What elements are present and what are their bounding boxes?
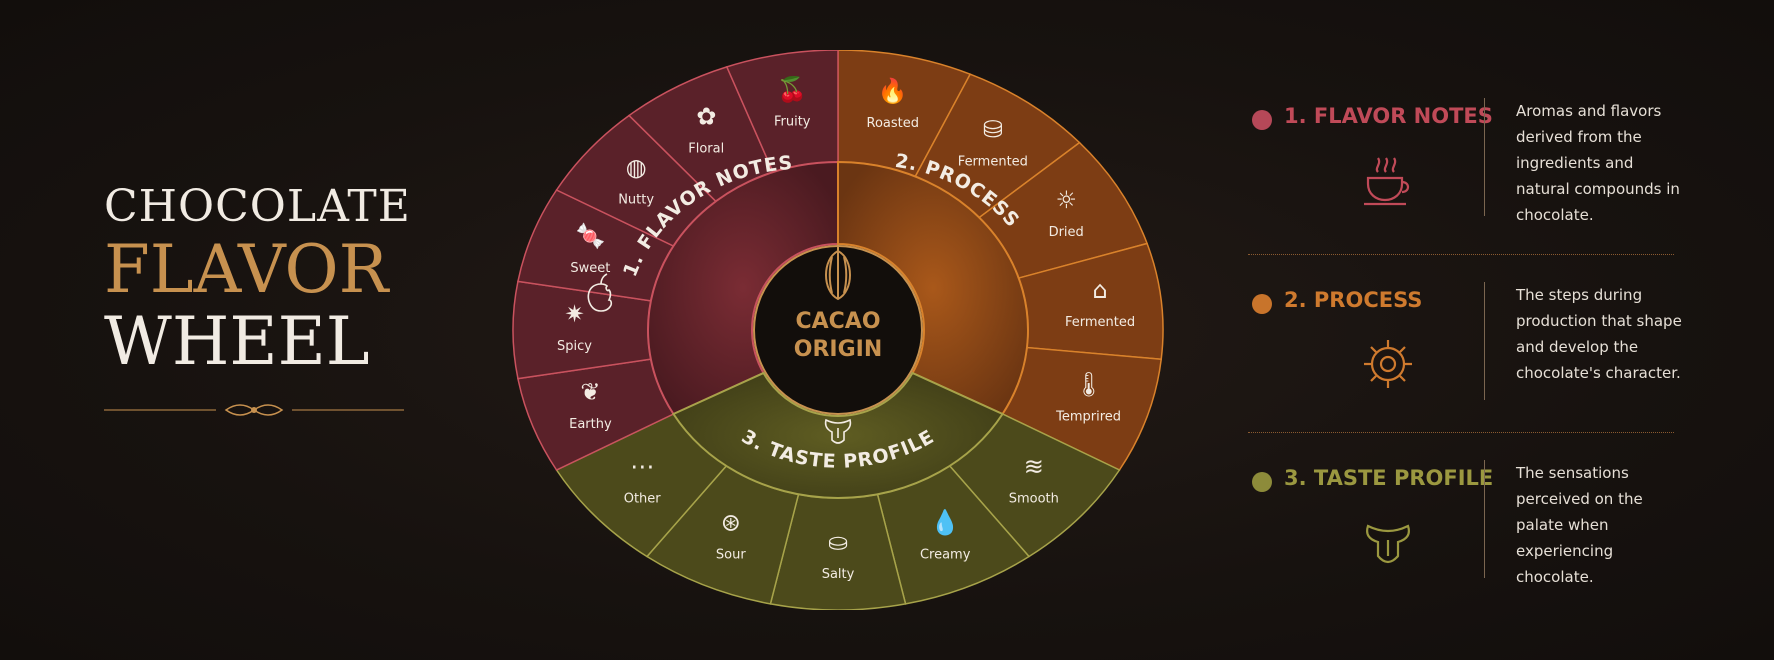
inner-section-flavor (647, 160, 839, 416)
outer-segment-label: Roasted (867, 116, 920, 131)
legend-dot (1252, 294, 1272, 314)
tongue-icon (824, 418, 852, 444)
center-label-line-1: CACAO (795, 309, 880, 334)
outer-segment-label: Fruity (774, 114, 811, 129)
outer-segment-label: Smooth (1009, 492, 1059, 507)
title-line-1: CHOCOLATE (104, 181, 411, 232)
legend-title: 1. FLAVOR NOTES (1284, 104, 1493, 128)
coffee-cup-icon (1364, 157, 1410, 206)
legend-dot (1252, 472, 1272, 492)
star-anise-icon: ✷ (564, 300, 584, 328)
outer-segment-label: Other (624, 492, 662, 507)
outer-segment-label: Fermented (958, 155, 1028, 170)
gear-icon (1364, 340, 1412, 388)
ornament-divider (104, 404, 404, 416)
outer-segment-label: Temprired (1055, 409, 1121, 424)
outer-segment-label: Sour (716, 547, 746, 562)
cherry-icon: 🍒 (777, 75, 807, 103)
inner-section-process (837, 160, 1029, 416)
citrus-icon: ⊛ (721, 508, 741, 536)
sun-icon: ☼ (1055, 186, 1077, 214)
legend-title: 2. PROCESS (1284, 288, 1423, 312)
outer-segment-label: Floral (688, 142, 724, 157)
nut-icon: ◍ (626, 153, 647, 181)
bitten-apple-icon (587, 273, 613, 312)
outer-segment-label: Creamy (920, 547, 971, 562)
outer-segment-label: Dried (1049, 225, 1084, 240)
legend-divider (1484, 460, 1485, 578)
building-icon: ⌂ (1092, 276, 1107, 304)
flavor-wheel: 🔥 Roasted ⛁ Fermented ☼ Dried ⌂ Fermented 🌡 Tempr… (512, 50, 1164, 610)
jar-icon: ⛁ (983, 116, 1003, 144)
legend-item-process: 2. PROCESS The steps during production t… (1248, 282, 1682, 432)
thermometer-icon: 🌡 (1073, 370, 1103, 398)
title-line-3: WHEEL (104, 303, 370, 380)
cacao-pod-icon (825, 245, 851, 301)
waves-icon: ≋ (1024, 453, 1044, 481)
tongue-icon (1366, 524, 1410, 564)
drop-icon: 💧 (930, 508, 960, 536)
legend-title: 3. TASTE PROFILE (1284, 466, 1494, 490)
title-line-2: FLAVOR (104, 231, 389, 308)
fire-icon: 🔥 (878, 77, 908, 105)
legend-item-taste-profile: 3. TASTE PROFILE The sensations perceive… (1248, 460, 1674, 610)
outer-segment-label: Earthy (569, 417, 612, 432)
legend-separator (1248, 254, 1674, 255)
legend-description: Aromas and flavors derived from the ingr… (1516, 102, 1680, 224)
legend-description: The steps during production that shape a… (1516, 286, 1682, 382)
outer-segment-label: Salty (822, 567, 855, 582)
legend-divider (1484, 98, 1485, 216)
legend-item-flavor-notes: 1. FLAVOR NOTES Aromas and flavors deriv… (1248, 98, 1680, 248)
outer-segment-label: Sweet (570, 261, 610, 276)
flower-icon: ✿ (696, 103, 716, 131)
dots-icon: ⋯ (630, 453, 654, 481)
outer-segment-label: Nutty (618, 192, 654, 207)
outer-segment-label: Fermented (1065, 315, 1135, 330)
legend-separator (1248, 432, 1674, 433)
salt-shaker-icon: ⛀ (828, 528, 848, 556)
leaf-icon: ❦ (580, 378, 600, 406)
legend-dot (1252, 110, 1272, 130)
legend-description: The sensations perceived on the palate w… (1516, 464, 1643, 586)
legend-divider (1484, 282, 1485, 400)
center-label-line-2: ORIGIN (794, 337, 882, 362)
outer-segment-label: Spicy (557, 339, 592, 354)
candy-icon: 🍬 (575, 222, 605, 250)
page-title: CHOCOLATE FLAVOR WHEEL (104, 180, 411, 378)
